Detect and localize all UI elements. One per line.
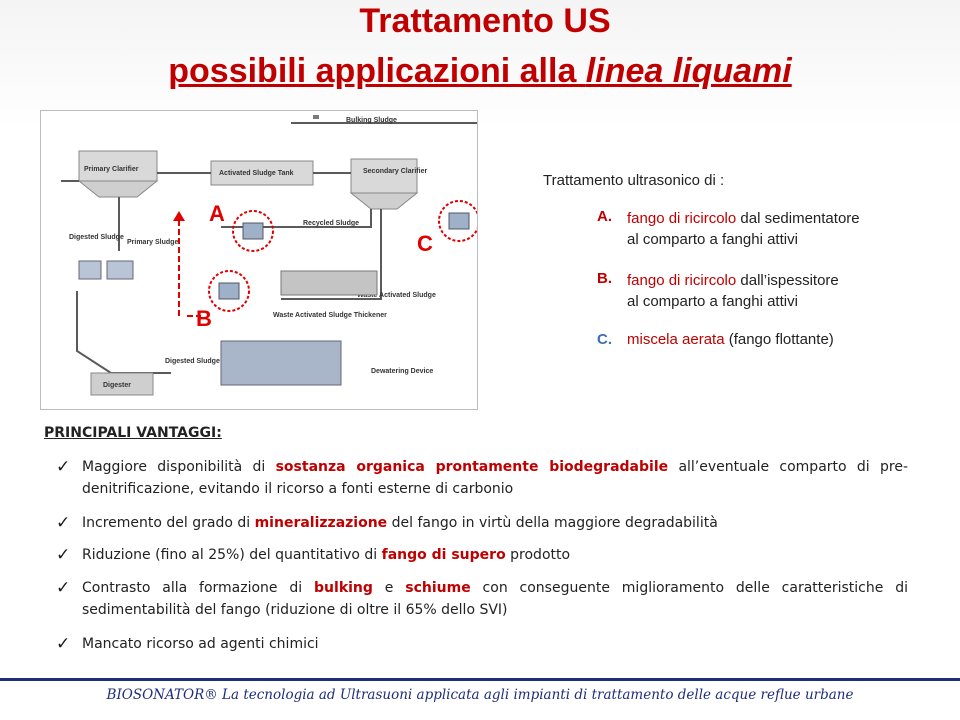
label-thickener: Waste Activated Sludge Thickener <box>273 312 387 319</box>
subtitle-part-2: linea liquami <box>585 52 792 90</box>
slide-subtitle: possibili applicazioni alla linea liquam… <box>0 52 960 91</box>
vantaggi-item-4-p3: con conseguente miglioramento delle cara… <box>82 580 909 618</box>
label-primary-clarifier: Primary Clarifier <box>84 166 139 173</box>
checkmark-icon: ✓ <box>56 634 71 654</box>
label-digester: Digester <box>103 382 131 389</box>
vantaggi-item-4-p2: e <box>372 580 406 596</box>
label-secondary-clarifier: Secondary Clarifier <box>363 168 427 175</box>
right-item-a: A. <box>597 208 612 225</box>
right-item-c-highlight: miscela aerata <box>627 331 725 348</box>
right-item-c-rest: (fango flottante) <box>724 331 834 348</box>
vantaggi-item-3-p2: prodotto <box>505 547 571 563</box>
right-item-a-text: fango di ricircolo dal sedimentatore al … <box>627 208 927 250</box>
marker-c-circle <box>438 200 477 242</box>
label-recycled-sludge: Recycled Sludge <box>303 220 359 227</box>
checkmark-icon: ✓ <box>56 578 71 598</box>
subtitle-part-1: possibili applicazioni alla <box>168 52 586 90</box>
marker-c-letter: C <box>417 231 433 256</box>
right-item-b-highlight: fango di ricircolo <box>627 272 737 289</box>
label-waste-activated-sludge: Waste Activated Sludge <box>357 292 436 299</box>
label-activated-sludge-tank: Activated Sludge Tank <box>219 170 294 177</box>
vantaggi-item-2: ✓ Incremento del grado di mineralizzazio… <box>56 512 908 534</box>
right-item-b-line2: al comparto a fanghi attivi <box>627 293 798 310</box>
label-bulking-sludge: Bulking Sludge <box>346 117 397 124</box>
slide-title: Trattamento US <box>359 2 611 40</box>
right-item-a-line2: al comparto a fanghi attivi <box>627 231 798 248</box>
vantaggi-item-2-highlight: mineralizzazione <box>254 515 388 531</box>
marker-a-letter: A <box>209 201 225 226</box>
right-item-b: B. <box>597 270 612 287</box>
footer: BIOSONATOR® La tecnologia ad Ultrasuoni … <box>0 678 960 720</box>
label-digested-sludge-left: Digested Sludge <box>69 234 124 241</box>
right-item-b-text: fango di ricircolo dall’ispessitore al c… <box>627 270 927 312</box>
vantaggi-item-2-p2: del fango in virtù della maggiore degrad… <box>387 515 718 531</box>
vantaggi-item-5-p1: Mancato ricorso ad agenti chimici <box>82 636 319 652</box>
checkmark-icon: ✓ <box>56 513 71 533</box>
vantaggi-item-3-highlight: fango di supero <box>381 547 506 563</box>
right-item-a-letter: A. <box>597 208 612 225</box>
right-item-b-letter: B. <box>597 270 612 287</box>
label-digested-sludge: Digested Sludge <box>165 358 220 365</box>
vantaggi-item-1: ✓ Maggiore disponibilità di sostanza org… <box>56 456 908 500</box>
vantaggi-item-1-p1: Maggiore disponibilità di <box>82 459 276 475</box>
vantaggi-item-3-p1: Riduzione (fino al 25%) del quantitativo… <box>82 547 382 563</box>
right-heading: Trattamento ultrasonico di : <box>543 172 725 189</box>
right-item-c-letter: C. <box>597 331 612 348</box>
vantaggi-item-2-p1: Incremento del grado di <box>82 515 255 531</box>
process-diagram: Bulking Sludge Primary Clarifier Activat… <box>40 110 478 410</box>
marker-b-letter: B <box>196 306 212 331</box>
footer-rule <box>0 678 960 681</box>
right-item-c: C. <box>597 331 612 348</box>
vantaggi-title: PRINCIPALI VANTAGGI: <box>44 425 222 441</box>
right-item-a-highlight: fango di ricircolo <box>627 210 737 227</box>
checkmark-icon: ✓ <box>56 457 71 477</box>
right-item-a-rest: dal sedimentatore <box>736 210 860 227</box>
label-primary-sludge: Primary Sludge <box>127 239 178 246</box>
vantaggi-item-1-p2: all’eventuale comparto di pre-denitrific… <box>82 459 908 497</box>
vantaggi-item-3: ✓ Riduzione (fino al 25%) del quantitati… <box>56 544 908 566</box>
vantaggi-item-4-p1: Contrasto alla formazione di <box>82 580 315 596</box>
footer-text: BIOSONATOR® La tecnologia ad Ultrasuoni … <box>106 687 854 703</box>
vantaggi-item-4-highlight-2: schiume <box>405 580 471 596</box>
label-dewatering-device: Dewatering Device <box>371 368 433 375</box>
process-diagram-svg: Bulking Sludge Primary Clarifier Activat… <box>61 115 477 396</box>
vantaggi-item-4-highlight-1: bulking <box>314 580 373 596</box>
right-item-b-rest: dall’ispessitore <box>736 272 839 289</box>
marker-a-circle <box>232 210 274 252</box>
vantaggi-item-1-highlight: sostanza organica prontamente biodegrada… <box>275 459 669 475</box>
checkmark-icon: ✓ <box>56 545 71 565</box>
right-item-c-text: miscela aerata (fango flottante) <box>627 331 927 348</box>
vantaggi-item-4: ✓ Contrasto alla formazione di bulking e… <box>56 577 908 621</box>
vantaggi-item-5: ✓ Mancato ricorso ad agenti chimici <box>56 633 908 655</box>
marker-b-circle <box>208 270 250 312</box>
